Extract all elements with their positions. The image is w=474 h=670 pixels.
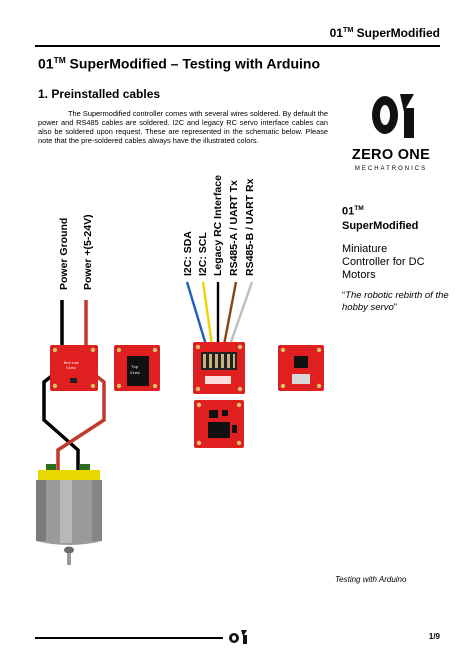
- signal-wires: [185, 281, 254, 346]
- label-power-plus: Power +(5-24V): [82, 214, 94, 290]
- sidebar-subtitle: Miniature Controller for DC Motors: [342, 243, 425, 281]
- label-i2c-scl: I2C: SCL: [197, 232, 209, 276]
- board-connector-view: [193, 342, 245, 394]
- label-i2c-sda: I2C: SDA: [182, 231, 194, 276]
- footer-rule: [35, 637, 223, 639]
- label-rs485-b: RS485-B / UART Rx: [244, 178, 256, 276]
- top-view-label-2: View: [130, 371, 140, 376]
- running-header: 01TM SuperModified: [329, 25, 440, 40]
- label-legacy-rc: Legacy RC Interface: [212, 175, 224, 276]
- logo-wordmark: ZERO ONE: [351, 147, 431, 163]
- section-title: 1. Preinstalled cables: [38, 87, 161, 101]
- board-bottom-view: Bottom View: [50, 345, 98, 391]
- board-lower-view: [194, 400, 244, 448]
- label-power-ground: Power Ground: [58, 218, 70, 290]
- sidebar-product-name: 01TM SuperModified: [342, 205, 419, 232]
- bottom-view-label-1: Bottom: [64, 362, 79, 366]
- page-number: 1/9: [428, 632, 440, 641]
- logo-subtitle: MECHATRONICS: [354, 166, 428, 172]
- board-top-view: Top View: [114, 345, 160, 391]
- wire-i2c-scl: [201, 281, 214, 346]
- dc-motor: [36, 464, 102, 565]
- body-paragraph: The Supermodified controller comes with …: [38, 109, 328, 145]
- wire-i2c-sda: [185, 281, 208, 346]
- label-rs485-a: RS485-A / UART Tx: [228, 180, 240, 276]
- wire-rs485-b: [228, 281, 254, 346]
- wire-rs485-a: [222, 281, 238, 346]
- footer-logo-icon: [229, 630, 247, 644]
- zero-one-logo: [372, 94, 414, 138]
- board-side-view: [278, 345, 324, 391]
- top-view-label-1: Top: [131, 366, 139, 370]
- sidebar-quote: “The robotic rebirth of the hobby servo”: [342, 290, 449, 313]
- document-title: 01TM SuperModified – Testing with Arduin…: [38, 55, 320, 72]
- header-rule: [35, 45, 440, 47]
- bottom-view-label-2: View: [66, 366, 76, 371]
- figure-caption: Testing with Arduino: [335, 575, 407, 584]
